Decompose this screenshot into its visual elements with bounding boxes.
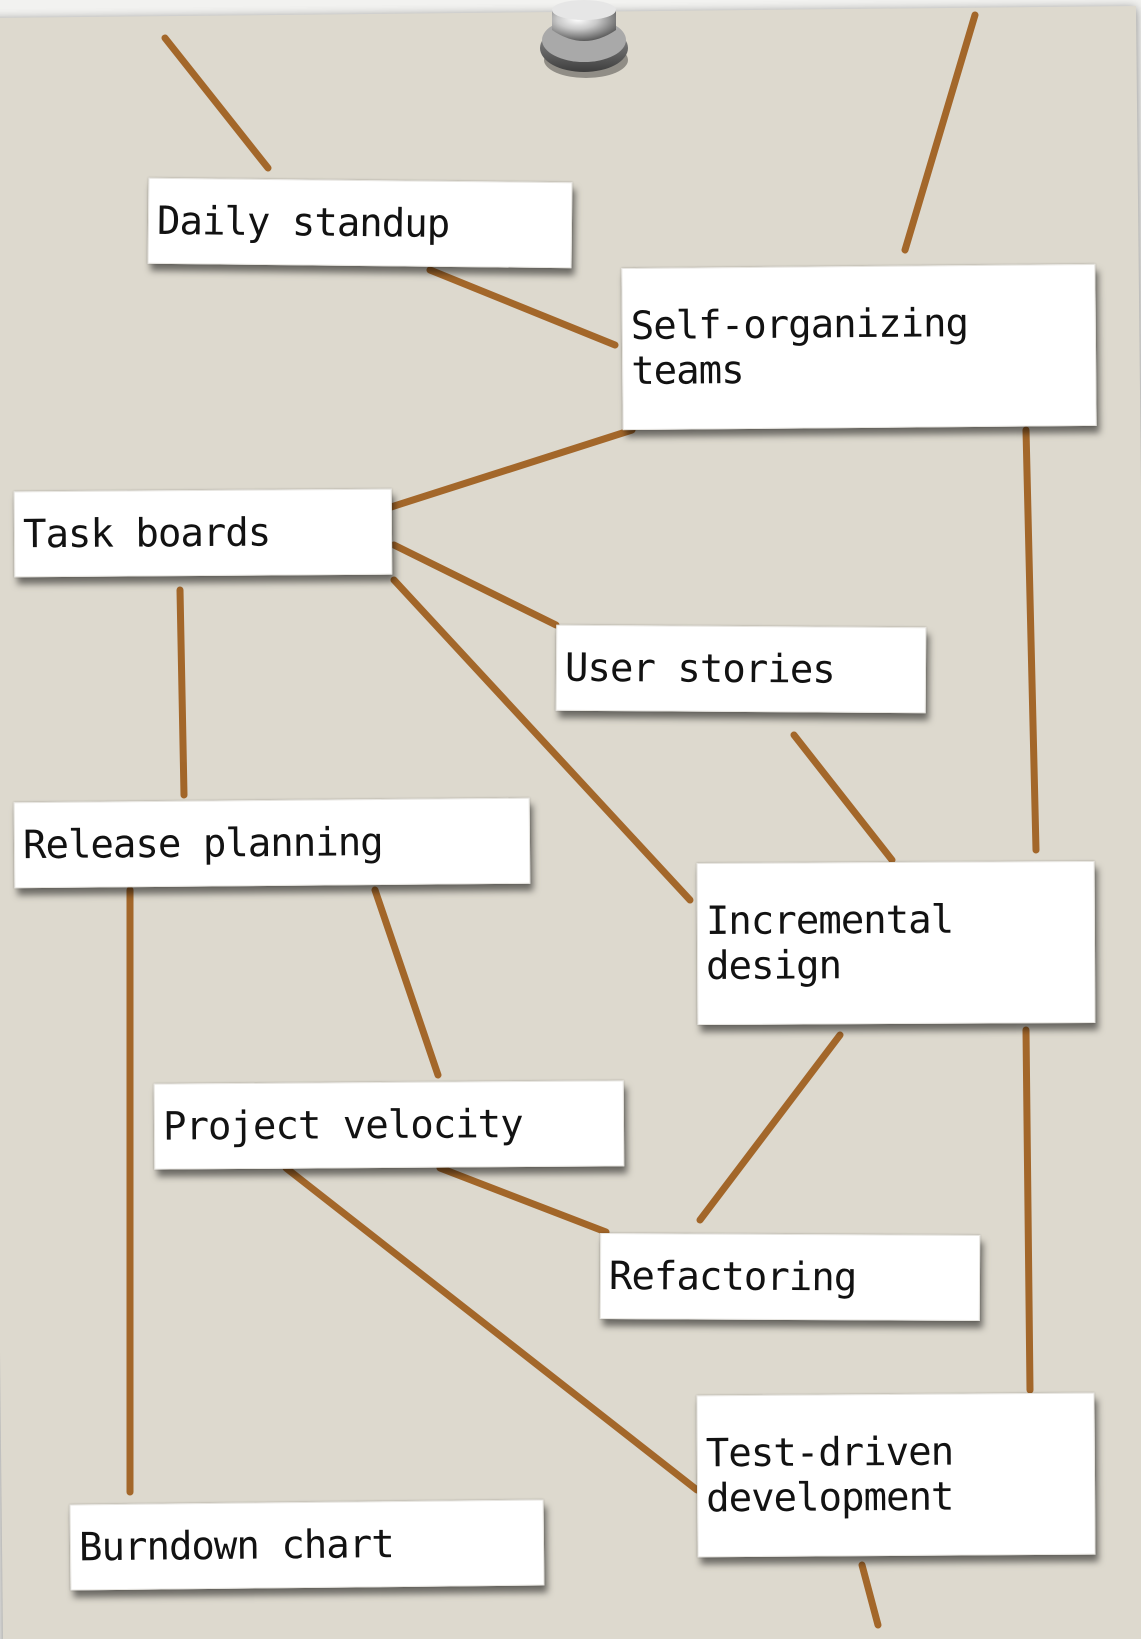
- connector-task-boards-release-planning: [176, 586, 188, 799]
- connector-task-boards-incremental-design: [390, 576, 694, 904]
- connector-self-organizing-teams-task-boards: [384, 426, 636, 512]
- node-label: Project velocity: [162, 1101, 523, 1150]
- node-label: Incremental design: [705, 897, 954, 989]
- node-label: Test-driven development: [705, 1429, 954, 1522]
- node-daily-standup: Daily standup: [147, 177, 573, 269]
- connector-incremental-design-refactoring: [696, 1031, 844, 1224]
- node-label: Task boards: [22, 510, 271, 557]
- connector-release-planning-project-velocity: [371, 886, 442, 1079]
- node-incremental-design: Incremental design: [696, 860, 1096, 1026]
- connector-self-organizing-teams-incremental-design: [1022, 426, 1040, 854]
- connector-project-velocity-refactoring: [436, 1164, 610, 1236]
- node-project-velocity: Project velocity: [153, 1080, 625, 1170]
- node-release-planning: Release planning: [13, 797, 531, 889]
- node-label: Daily standup: [156, 198, 450, 247]
- node-burndown-chart: Burndown chart: [69, 1499, 545, 1591]
- pushpin-icon: [540, 0, 628, 78]
- node-label: Burndown chart: [78, 1521, 394, 1570]
- node-label: Refactoring: [608, 1253, 857, 1300]
- node-self-organizing-teams: Self-organizing teams: [621, 263, 1097, 431]
- connector-offpage-top-left: [161, 34, 272, 172]
- node-label: Release planning: [22, 819, 383, 868]
- node-refactoring: Refactoring: [599, 1233, 981, 1321]
- node-test-driven-development: Test-driven development: [696, 1392, 1096, 1558]
- connector-user-stories-incremental-design: [790, 731, 896, 864]
- connector-daily-standup-self-organizing-teams: [426, 266, 619, 349]
- node-label: Self-organizing teams: [630, 301, 969, 394]
- connector-offpage-bottom-right: [858, 1561, 882, 1629]
- connector-task-boards-user-stories: [390, 541, 560, 629]
- connector-project-velocity-test-driven-development: [282, 1164, 701, 1494]
- node-user-stories: User stories: [555, 624, 927, 714]
- connector-offpage-top-right: [901, 11, 979, 254]
- connector-incremental-design-test-driven-development: [1022, 1026, 1034, 1394]
- node-task-boards: Task boards: [13, 488, 393, 578]
- node-label: User stories: [564, 645, 835, 693]
